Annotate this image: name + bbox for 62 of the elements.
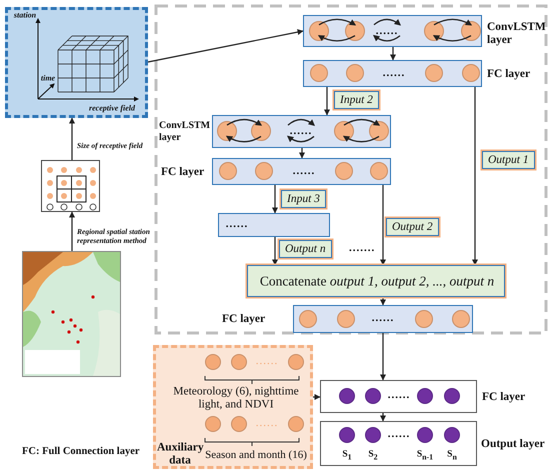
picture (22, 251, 121, 377)
layer-box (212, 158, 391, 185)
layer-box (320, 421, 477, 466)
note-text: FC: Full Connection layer (22, 446, 140, 457)
arrow (272, 237, 278, 266)
receptive-field-panel (5, 7, 148, 118)
arrow (380, 333, 386, 380)
arrow (390, 47, 396, 60)
ellipsis-text: ...... (256, 354, 278, 368)
edge-label: Input 2 (334, 91, 379, 109)
ellipsis-text: ...... (372, 312, 394, 324)
layer-box (303, 15, 482, 47)
arrow (69, 212, 75, 251)
arrow (380, 413, 386, 422)
edge-label: Input 3 (281, 190, 326, 208)
arrow (472, 87, 478, 266)
arrow (324, 87, 330, 116)
neuron-label: S$_{n}$ (447, 450, 457, 462)
ellipsis-text: ...... (292, 164, 316, 178)
layer-name: ConvLSTM layer (159, 120, 209, 143)
neuron-label: S$_{1}$ (342, 450, 352, 462)
edge-label: Output 1 (482, 151, 535, 169)
arrow (299, 148, 305, 158)
neuron-label: S$_{n-1}$ (416, 450, 434, 462)
arrow (69, 118, 75, 160)
layer-name: ConvLSTM layer (487, 21, 543, 48)
ellipsis-text: ...... (376, 24, 398, 38)
ellipsis-text: ...... (256, 416, 278, 430)
neuron-label: S$_{2}$ (368, 450, 378, 462)
ellipsis-text: ...... (290, 124, 312, 138)
ellipsis-text: ...... (388, 388, 410, 402)
layer-box (212, 115, 391, 148)
ellipsis-text: ...... (388, 428, 410, 440)
node-title: Auxiliary data (157, 441, 203, 467)
layer-box (320, 380, 477, 413)
node-text: Meteorology (6), nighttime light, and NDVI (172, 385, 300, 411)
layer-box (303, 60, 482, 87)
arrow (148, 29, 304, 63)
arrow (380, 185, 386, 266)
axis-label: time (40, 74, 56, 84)
ellipsis-text: ...... (382, 66, 406, 80)
arrow (272, 185, 278, 214)
axis-label: receptive field (89, 104, 135, 114)
layer-name: FC layer (487, 68, 530, 82)
node-text: Season and month (16) (205, 448, 307, 462)
station-grid-drawing (41, 160, 100, 212)
layer-name: FC layer (222, 313, 266, 326)
layer-box (293, 305, 473, 333)
layer-name: Output layer (481, 438, 545, 452)
edge-label: Output n (279, 240, 332, 258)
layer-box (218, 213, 330, 237)
arrow (313, 394, 320, 400)
ellipsis-text: ...... (226, 218, 248, 230)
layer-name: FC layer (161, 166, 204, 180)
auxiliary-data-panel (153, 345, 313, 469)
ellipsis-text: ....... (349, 242, 376, 254)
layer-name: FC layer (482, 391, 526, 404)
edge-label: Output 2 (386, 218, 439, 236)
arrow (380, 297, 386, 306)
concatenate-box (247, 265, 505, 297)
node-text: Concatenate output 1, output 2, ..., output n (260, 274, 494, 290)
axis-label: station (14, 12, 36, 20)
